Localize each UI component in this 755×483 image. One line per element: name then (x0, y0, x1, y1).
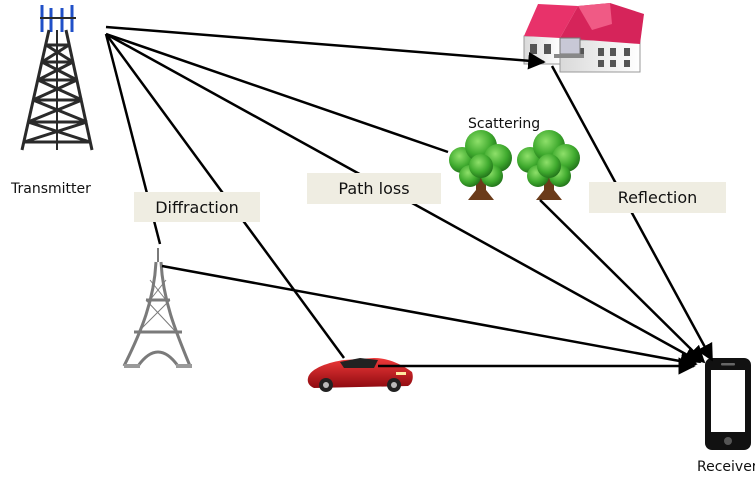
transmitter-label: Transmitter (11, 181, 91, 197)
phone-receiver-icon (705, 358, 751, 450)
diffraction-label: Diffraction (134, 192, 260, 222)
arrow-tx-house (105, 25, 546, 70)
house-icon (523, 3, 644, 73)
arrow-tx-tree (105, 32, 449, 154)
path-loss-label: Path loss (307, 173, 441, 204)
receiver-label: Receiver (697, 459, 755, 475)
tree-icon-right (517, 130, 580, 200)
arrow-tree-receiver (539, 199, 706, 364)
arrow-eiffel-receiver (161, 264, 698, 370)
car-icon (307, 358, 413, 392)
reflection-label: Reflection (589, 182, 726, 213)
transmitter-tower-icon (20, 5, 94, 151)
arrow-house-receiver (550, 65, 714, 362)
eiffel-tower-icon (122, 248, 192, 368)
tree-icon-left (449, 130, 512, 200)
scattering-label: Scattering (468, 116, 541, 132)
